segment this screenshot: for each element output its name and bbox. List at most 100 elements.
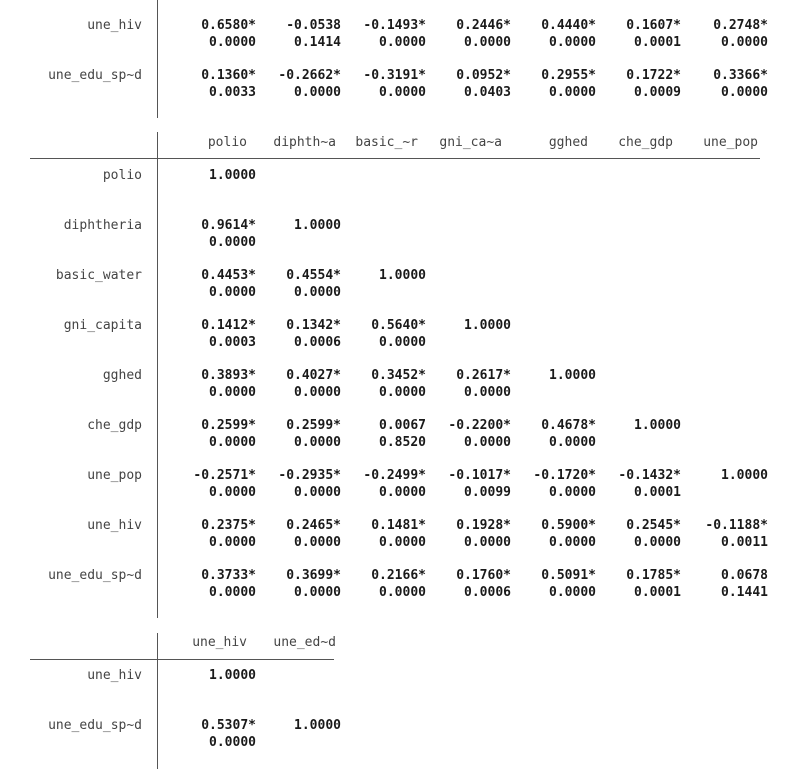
p-value-cell: 0.0000: [464, 435, 511, 450]
p-value-cell: 0.0000: [379, 35, 426, 50]
p-value-cell: 0.0099: [464, 485, 511, 500]
coefficient-cell: 1.0000: [549, 368, 596, 383]
row-label: une_edu_sp~d: [48, 718, 142, 733]
p-value-cell: 0.0033: [209, 85, 256, 100]
coefficient-cell: 0.4440*: [541, 18, 596, 33]
p-value-cell: 0.0006: [294, 335, 341, 350]
row-label: polio: [102, 168, 142, 183]
column-header: une_ed~d: [273, 635, 336, 650]
row-label: une_hiv: [87, 518, 142, 533]
block2-header-rule: [30, 158, 760, 159]
coefficient-cell: -0.2499*: [363, 468, 426, 483]
coefficient-cell: 0.2955*: [541, 68, 596, 83]
column-header: che_gdp: [618, 135, 673, 150]
coefficient-cell: 0.1928*: [456, 518, 511, 533]
p-value-cell: 0.0000: [294, 85, 341, 100]
coefficient-cell: 0.3366*: [713, 68, 768, 83]
p-value-cell: 0.0000: [209, 585, 256, 600]
coefficient-cell: 1.0000: [634, 418, 681, 433]
coefficient-cell: -0.1493*: [363, 18, 426, 33]
p-value-cell: 0.0403: [464, 85, 511, 100]
p-value-cell: 0.0001: [634, 585, 681, 600]
row-label: gni_capita: [63, 318, 142, 333]
coefficient-cell: -0.1017*: [448, 468, 511, 483]
coefficient-cell: -0.2662*: [278, 68, 341, 83]
coefficient-cell: 0.2375*: [201, 518, 256, 533]
row-label: une_hiv: [87, 18, 142, 33]
p-value-cell: 0.8520: [379, 435, 426, 450]
coefficient-cell: 0.3733*: [201, 568, 256, 583]
p-value-cell: 0.0001: [634, 485, 681, 500]
coefficient-cell: -0.2571*: [193, 468, 256, 483]
p-value-cell: 0.0000: [464, 35, 511, 50]
row-label: une_pop: [87, 468, 142, 483]
p-value-cell: 0.0009: [634, 85, 681, 100]
coefficient-cell: 0.4453*: [201, 268, 256, 283]
column-header: polio: [207, 135, 247, 150]
column-header: diphth~a: [273, 135, 336, 150]
coefficient-cell: 0.1481*: [371, 518, 426, 533]
coefficient-cell: 0.6580*: [201, 18, 256, 33]
coefficient-cell: 0.2599*: [201, 418, 256, 433]
p-value-cell: 0.0000: [721, 35, 768, 50]
row-label: une_edu_sp~d: [48, 568, 142, 583]
p-value-cell: 0.0001: [634, 35, 681, 50]
row-label: basic_water: [55, 268, 142, 283]
block3-separator: [157, 633, 158, 769]
coefficient-cell: 0.4554*: [286, 268, 341, 283]
coefficient-cell: -0.2935*: [278, 468, 341, 483]
coefficient-cell: 0.0952*: [456, 68, 511, 83]
coefficient-cell: 1.0000: [209, 168, 256, 183]
row-label: gghed: [102, 368, 142, 383]
p-value-cell: 0.0000: [464, 535, 511, 550]
coefficient-cell: 0.5091*: [541, 568, 596, 583]
p-value-cell: 0.0006: [464, 585, 511, 600]
p-value-cell: 0.0000: [209, 385, 256, 400]
p-value-cell: 0.0000: [294, 535, 341, 550]
coefficient-cell: 0.2465*: [286, 518, 341, 533]
coefficient-cell: 0.3452*: [371, 368, 426, 383]
coefficient-cell: 1.0000: [721, 468, 768, 483]
p-value-cell: 0.0000: [379, 535, 426, 550]
coefficient-cell: 0.4027*: [286, 368, 341, 383]
coefficient-cell: 0.5900*: [541, 518, 596, 533]
p-value-cell: 0.0011: [721, 535, 768, 550]
p-value-cell: 0.0000: [379, 485, 426, 500]
p-value-cell: 0.0000: [379, 385, 426, 400]
coefficient-cell: -0.1720*: [533, 468, 596, 483]
coefficient-cell: 0.1760*: [456, 568, 511, 583]
coefficient-cell: 0.1785*: [626, 568, 681, 583]
p-value-cell: 0.0000: [379, 335, 426, 350]
top-block-separator: [157, 0, 158, 118]
coefficient-cell: 0.2166*: [371, 568, 426, 583]
coefficient-cell: 1.0000: [294, 718, 341, 733]
row-label: diphtheria: [63, 218, 142, 233]
coefficient-cell: 0.0067: [379, 418, 426, 433]
p-value-cell: 0.0000: [721, 85, 768, 100]
coefficient-cell: 0.9614*: [201, 218, 256, 233]
block3-header-rule: [30, 659, 334, 660]
row-label: une_edu_sp~d: [48, 68, 142, 83]
column-header: basic_~r: [355, 135, 418, 150]
p-value-cell: 0.0000: [209, 435, 256, 450]
p-value-cell: 0.0000: [294, 385, 341, 400]
p-value-cell: 0.0000: [209, 535, 256, 550]
row-label: une_hiv: [87, 668, 142, 683]
p-value-cell: 0.0000: [549, 35, 596, 50]
coefficient-cell: 0.1722*: [626, 68, 681, 83]
p-value-cell: 0.0000: [549, 585, 596, 600]
p-value-cell: 0.0000: [209, 485, 256, 500]
row-label: che_gdp: [87, 418, 142, 433]
coefficient-cell: 0.1342*: [286, 318, 341, 333]
p-value-cell: 0.0000: [294, 585, 341, 600]
coefficient-cell: -0.0538: [286, 18, 341, 33]
p-value-cell: 0.0000: [209, 285, 256, 300]
coefficient-cell: 0.1412*: [201, 318, 256, 333]
coefficient-cell: -0.3191*: [363, 68, 426, 83]
coefficient-cell: 0.4678*: [541, 418, 596, 433]
coefficient-cell: 0.2545*: [626, 518, 681, 533]
p-value-cell: 0.0000: [294, 285, 341, 300]
coefficient-cell: 0.3699*: [286, 568, 341, 583]
coefficient-cell: 0.0678: [721, 568, 768, 583]
